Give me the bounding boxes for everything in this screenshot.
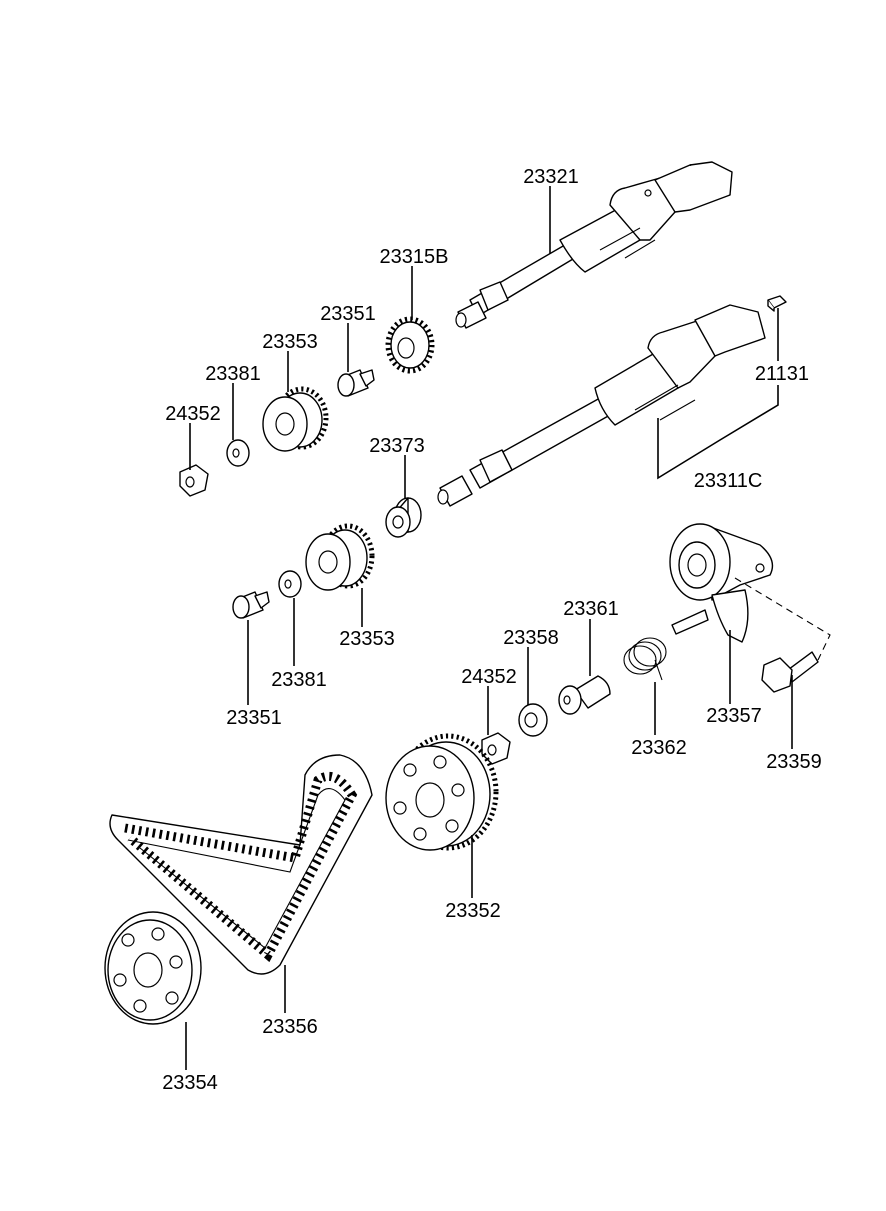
label-21131: 21131 — [755, 363, 809, 385]
label-23351-mid: 23351 — [226, 707, 282, 729]
label-23381-mid: 23381 — [271, 669, 327, 691]
spring-23362 — [623, 637, 667, 681]
label-23311C: 23311C — [694, 470, 763, 492]
sprocket-23352 — [385, 733, 499, 851]
label-23381-top: 23381 — [205, 363, 261, 385]
washer-23381-top — [226, 439, 250, 467]
label-23356: 23356 — [262, 1016, 318, 1038]
pulley-23353-top — [262, 386, 329, 452]
label-23353-top: 23353 — [262, 331, 318, 353]
nut-24352-mid — [481, 732, 511, 765]
label-23362: 23362 — [631, 737, 687, 759]
leader-lines — [185, 186, 831, 1070]
label-23357: 23357 — [706, 705, 762, 727]
camshaft-upper — [455, 161, 733, 329]
part-labels: 23321 23315B 23351 23353 23381 24352 211… — [162, 166, 822, 1094]
label-23352: 23352 — [445, 900, 501, 922]
pusher-23361 — [558, 675, 611, 715]
damper-pulley-23354 — [104, 911, 202, 1025]
label-24352-top: 24352 — [165, 403, 221, 425]
label-23358: 23358 — [503, 627, 559, 649]
bolt-23351-top — [337, 369, 375, 397]
bolt-23351-mid — [232, 591, 270, 619]
washer-23358 — [518, 703, 548, 737]
label-23321: 23321 — [523, 166, 579, 188]
label-23359: 23359 — [766, 751, 822, 773]
label-23361: 23361 — [563, 598, 619, 620]
gear-23315B — [385, 316, 435, 374]
pin-21131 — [767, 295, 787, 312]
pulley-23353-mid — [305, 523, 375, 591]
nut-24352-top — [179, 464, 209, 497]
camshaft-lower — [437, 304, 766, 507]
label-23315B: 23315B — [380, 246, 449, 268]
label-23351-top: 23351 — [320, 303, 376, 325]
label-23373: 23373 — [369, 435, 425, 457]
timing-belt-23356 — [109, 754, 373, 975]
bolt-23359 — [761, 651, 819, 693]
washer-23381-mid — [278, 570, 302, 598]
label-24352-mid: 24352 — [461, 666, 517, 688]
idler-23373 — [385, 497, 422, 538]
label-23353-mid: 23353 — [339, 628, 395, 650]
tensioner-23357 — [669, 523, 774, 643]
label-23354: 23354 — [162, 1072, 218, 1094]
